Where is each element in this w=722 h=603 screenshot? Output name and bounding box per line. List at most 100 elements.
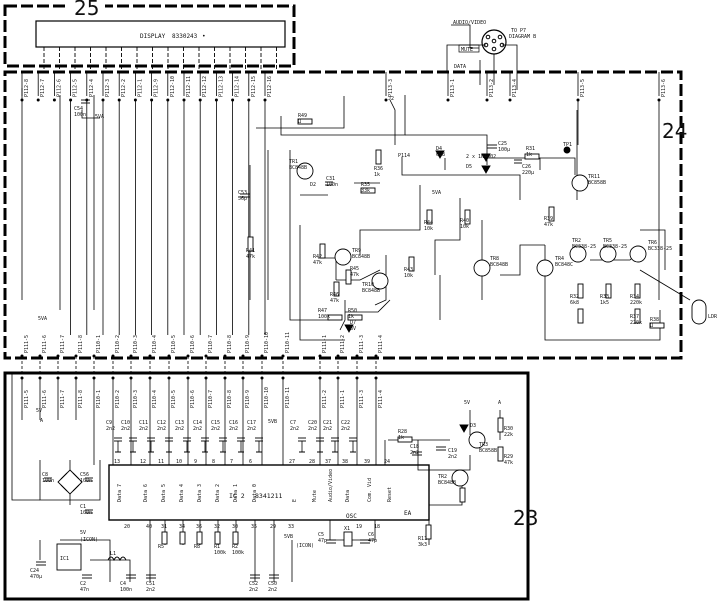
- component-value: 220μ: [522, 170, 534, 176]
- bottom-pin-label: P111-8: [78, 390, 84, 408]
- mid-pin-label: P110-9: [245, 335, 251, 353]
- voltage-a-left: A: [40, 418, 43, 424]
- top-pin-label: P112-5: [73, 79, 79, 97]
- component-ref: R31: [526, 146, 535, 152]
- component-ref: R41: [246, 248, 255, 254]
- ic2-pin-number-bottom: 19: [356, 524, 362, 530]
- component-value: 2n2: [308, 426, 317, 432]
- component-value: 47k: [330, 298, 339, 304]
- component-value: 470μ: [30, 574, 42, 580]
- control-wiring: [21, 88, 691, 341]
- component-value: 2n2: [247, 426, 256, 432]
- bottom-pin-label: P111-6: [42, 390, 48, 408]
- component-ref: C17: [247, 420, 256, 426]
- component-ref: C52: [249, 581, 258, 587]
- ic2-pin-name: Data 3: [197, 484, 203, 502]
- mid-pin-label: P111-7: [60, 335, 66, 353]
- component-ref: C22: [341, 420, 350, 426]
- ic2-pin-number-bottom: 33: [288, 524, 294, 530]
- top-pin-label-right: P113-5: [580, 79, 586, 97]
- component-ref: C19: [448, 448, 457, 454]
- component-value: 1k: [398, 435, 404, 441]
- component-ref: C6: [368, 532, 374, 538]
- component-ref: R47: [318, 308, 327, 314]
- ic2-pin-name: Data 4: [179, 484, 185, 502]
- ic2-pin-name: Data 0: [252, 484, 258, 502]
- component-ref: TR5: [603, 238, 612, 244]
- component-value: 100n: [74, 112, 86, 118]
- component-ref: D2: [310, 182, 316, 188]
- component-value: 2n2: [106, 426, 115, 432]
- top-pin-label: P112-14: [235, 76, 241, 97]
- component-ref: C26: [522, 164, 531, 170]
- top-pin-label-right: P113-3: [388, 79, 394, 97]
- component-ref: TR2: [572, 238, 581, 244]
- ic2-pin-number: 28: [309, 459, 315, 465]
- ic2-pin-name: Data 1: [233, 484, 239, 502]
- bottom-pin-label: P110-1: [96, 390, 102, 408]
- component-value: 3k3: [418, 542, 427, 548]
- display-leads: [43, 47, 277, 70]
- component-ref: C18: [410, 444, 419, 450]
- component-ref: C53: [238, 190, 247, 196]
- component-ref: R38: [650, 317, 659, 323]
- ic2-pin-number-bottom: 32: [214, 524, 220, 530]
- pin-dot: [36, 98, 40, 102]
- component-value: BC848B: [490, 262, 508, 268]
- component-ref: TR10: [362, 282, 374, 288]
- voltage-5va-mid: 5VA: [432, 190, 441, 196]
- voltage-5va-left: 5VA: [38, 316, 47, 322]
- component-ref: C56: [80, 472, 89, 478]
- component-value: 100n: [80, 510, 92, 516]
- ic2-pin-name: Reset: [387, 487, 393, 502]
- mid-pin-label: P111-2: [340, 335, 346, 353]
- component-value: BC338-25: [603, 244, 627, 250]
- component-ref: P114: [398, 153, 410, 159]
- ic2-pin-number: 38: [342, 459, 348, 465]
- top-pin-label-right: P113-1: [450, 79, 456, 97]
- component-value: 2n2: [157, 426, 166, 432]
- display-box: [35, 20, 286, 48]
- bottom-pin-label: P110-3: [133, 390, 139, 408]
- component-value: 47k: [504, 460, 513, 466]
- component-value: 2n2: [146, 587, 155, 593]
- component-value: 6V8: [436, 152, 445, 158]
- bottom-pin-label: P110-2: [115, 390, 121, 408]
- component-ref: TR9: [352, 248, 361, 254]
- component-value: 1k: [348, 314, 354, 320]
- mid-pin-label: P111-5: [24, 335, 30, 353]
- component-value: 2n2: [175, 426, 184, 432]
- top-pin-label: P112-15: [251, 76, 257, 97]
- component-value: BC848B: [438, 480, 456, 486]
- top-pin-label: P112-10: [170, 76, 176, 97]
- component-ref: D5: [466, 164, 472, 170]
- voltage-5vb: 5VB: [268, 419, 277, 425]
- component-value: 2n2: [268, 587, 277, 593]
- component-ref: R2: [232, 544, 238, 550]
- component-ref: C50: [268, 581, 277, 587]
- top-pin-label: P112-7: [40, 79, 46, 97]
- voltage-5v-right: 5V: [464, 400, 470, 406]
- top-pin-label: P112-16: [267, 76, 273, 97]
- voltage-5vb-icon-2: (ICON): [296, 543, 314, 549]
- component-value: BC848C: [555, 262, 573, 268]
- mid-pin-label: P110-6: [190, 335, 196, 353]
- top-pin-label: P112-9: [154, 79, 160, 97]
- ic2-pin-number: 9: [194, 459, 197, 465]
- component-value: 10k: [404, 273, 413, 279]
- mid-pin-label: P111-1: [322, 335, 328, 353]
- component-ref: TP1: [563, 142, 572, 148]
- component-value: 33k: [361, 188, 370, 194]
- component-value: 47k: [544, 222, 553, 228]
- component-ref: R32: [570, 294, 579, 300]
- component-value: 56p: [238, 196, 247, 202]
- component-value: 10k: [424, 226, 433, 232]
- top-pin-label: P112-4: [89, 79, 95, 97]
- component-ref: C13: [175, 420, 184, 426]
- pin-dot: [485, 98, 489, 102]
- component-ref: R45: [350, 266, 359, 272]
- component-value: 2n2: [211, 426, 220, 432]
- top-pin-label: P112-8: [24, 79, 30, 97]
